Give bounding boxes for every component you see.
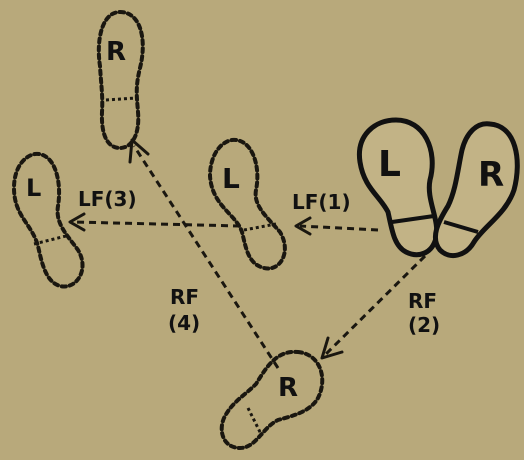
step-label-lf1: LF(1) <box>292 190 351 214</box>
step-label-rf4-name: RF <box>170 285 199 309</box>
step-arrow-lf3 <box>70 214 240 230</box>
step-arrow-lf1 <box>296 218 378 234</box>
footprint-lf-left-letter: L <box>26 174 41 202</box>
footprint-rf-top-letter: R <box>106 37 126 67</box>
footprint-lf-start-letter: L <box>378 144 401 185</box>
step-label-rf2-name: RF <box>408 289 437 313</box>
step-label-rf4-number: (4) <box>168 311 200 335</box>
footprint-rf-bottom-letter: R <box>278 373 298 403</box>
footprint-rf-start: R <box>435 124 517 256</box>
footprint-rf-top: R <box>99 12 143 148</box>
footprint-lf-start: L <box>359 120 436 255</box>
footprint-rf-bottom: R <box>222 352 323 448</box>
step-label-lf3: LF(3) <box>78 187 137 211</box>
footprint-lf-mid: L <box>210 140 285 269</box>
step-label-rf2-number: (2) <box>408 313 440 337</box>
footprint-rf-start-letter: R <box>478 155 504 195</box>
footprint-lf-mid-letter: L <box>222 162 240 195</box>
